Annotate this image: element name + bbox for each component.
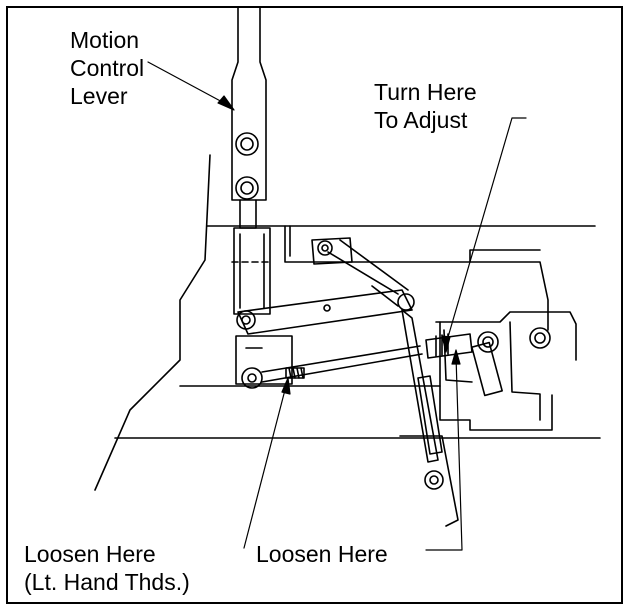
threaded-section xyxy=(285,367,305,379)
label-loosen-here: Loosen Here xyxy=(256,540,388,568)
upper-link-arm xyxy=(237,289,415,335)
lower-rod xyxy=(235,335,423,389)
label-line: To Adjust xyxy=(374,107,468,133)
label-motion-control-lever: Motion Control Lever xyxy=(70,26,144,110)
label-loosen-here-lt-hand: Loosen Here (Lt. Hand Thds.) xyxy=(24,540,190,596)
label-line: Loosen Here xyxy=(256,541,388,567)
label-line: Motion xyxy=(70,27,140,53)
label-line: Turn Here xyxy=(374,79,477,105)
leader-lines xyxy=(147,61,527,551)
damper-rod xyxy=(399,309,459,527)
label-line: Loosen Here xyxy=(24,541,156,567)
frame-outline xyxy=(94,154,601,491)
label-line: (Lt. Hand Thds.) xyxy=(24,569,190,595)
slot-bracket xyxy=(311,237,409,307)
label-turn-here-to-adjust: Turn Here To Adjust xyxy=(374,78,477,134)
leader-motion xyxy=(147,61,227,105)
diagram-frame xyxy=(6,6,623,604)
motion-control-lever xyxy=(231,7,267,229)
label-line: Lever xyxy=(70,83,128,109)
pump-housing xyxy=(425,261,577,431)
label-line: Control xyxy=(70,55,145,81)
